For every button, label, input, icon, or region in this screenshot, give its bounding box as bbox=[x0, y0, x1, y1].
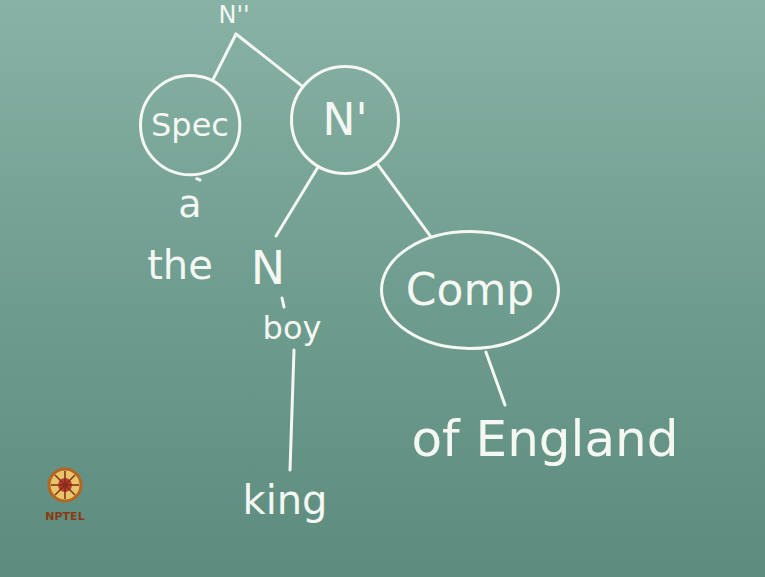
chalk-ellipse bbox=[140, 75, 239, 174]
branch-line bbox=[486, 352, 505, 405]
branch-line bbox=[282, 298, 284, 307]
branch-line bbox=[276, 168, 318, 236]
branch-lines bbox=[197, 34, 505, 470]
logo-ring bbox=[49, 469, 81, 501]
determiner-word: a bbox=[178, 183, 201, 227]
branch-line bbox=[236, 34, 302, 86]
logo-rays bbox=[51, 471, 79, 499]
noun-word: boy bbox=[263, 310, 322, 347]
nptel-logo bbox=[49, 469, 81, 501]
logo-text: NPTEL bbox=[45, 511, 84, 524]
noun-word: king bbox=[242, 477, 327, 523]
complement-phrase: of England bbox=[411, 411, 678, 469]
tree-branch bbox=[378, 164, 431, 236]
head-label: N bbox=[251, 242, 285, 295]
determiner-word: the bbox=[147, 242, 213, 288]
chalk-ellipse bbox=[292, 67, 399, 174]
bar-level-circle: N' bbox=[290, 65, 400, 175]
branch-line bbox=[213, 34, 236, 79]
complement-ellipse: Comp bbox=[380, 230, 560, 350]
spec-circle: Spec bbox=[139, 74, 241, 176]
node-text: Spec bbox=[151, 107, 229, 144]
node-text: N' bbox=[322, 95, 367, 146]
edge-lines bbox=[378, 164, 431, 236]
top-node-label: N'' bbox=[218, 2, 249, 30]
chalk-ellipse bbox=[382, 232, 559, 349]
node-text: Comp bbox=[406, 265, 534, 316]
branch-line bbox=[197, 179, 200, 180]
branch-line bbox=[290, 350, 294, 470]
